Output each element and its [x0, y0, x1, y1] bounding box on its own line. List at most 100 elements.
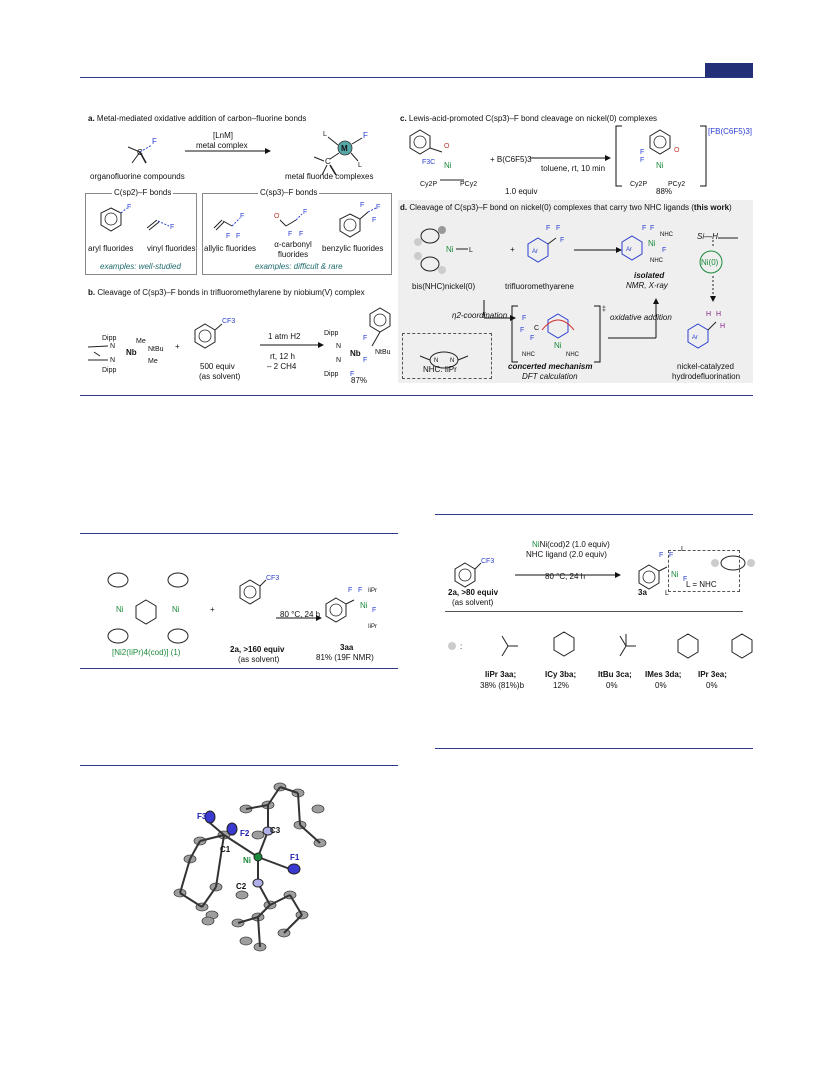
scheme-right-ligand-art: :	[448, 631, 753, 659]
sp2-structures: F F	[100, 204, 174, 232]
svg-text:F: F	[363, 357, 367, 364]
scheme-left-conditions: 80 °C, 24 h	[280, 610, 321, 619]
ortep-label-c2: C2	[236, 882, 247, 891]
scheme-left-top-rule	[80, 533, 398, 534]
panel-d-oxadd: oxidative addition	[610, 313, 672, 322]
panel-b-cond-3: – 2 CH4	[267, 362, 297, 371]
svg-text:NHC: NHC	[566, 352, 580, 358]
ortep-label-f1: F1	[290, 853, 300, 862]
scheme-right-product-id: 3a	[638, 588, 647, 597]
panel-b-cond-1: 1 atm H2	[268, 332, 301, 341]
scheme-left-plus: +	[210, 605, 215, 614]
svg-text:F: F	[358, 587, 362, 594]
scheme-right-bottom-rule	[435, 748, 753, 749]
svg-text:Ni: Ni	[444, 161, 452, 170]
svg-text:F: F	[303, 209, 307, 216]
ligand-name-5: IPr 3ea;	[698, 670, 727, 679]
ligand-yield-1: 38% (81%)b	[480, 681, 525, 690]
panel-d-nhc-box	[402, 333, 492, 379]
svg-text:H: H	[720, 323, 725, 330]
svg-text:F: F	[226, 233, 230, 240]
svg-text:F: F	[363, 335, 367, 342]
svg-text:O: O	[274, 213, 280, 220]
svg-text:NHC: NHC	[660, 232, 674, 238]
scheme-left-reagent-note: (as solvent)	[238, 655, 280, 664]
scheme-right-cond-2: NHC ligand (2.0 equiv)	[526, 550, 607, 559]
svg-text:Ni: Ni	[360, 601, 368, 610]
svg-text:L: L	[665, 590, 669, 597]
panel-d-dft: DFT calculation	[522, 372, 578, 381]
svg-text:Cy2P: Cy2P	[420, 181, 437, 188]
svg-text:N: N	[336, 357, 341, 364]
scheme-right-cond-1: NiNi(cod)2 (1.0 equiv)	[532, 540, 610, 549]
svg-text:H: H	[706, 311, 711, 318]
svg-text:C: C	[325, 157, 331, 166]
svg-text:Dipp: Dipp	[324, 371, 339, 378]
ligand-name-4: IMes 3da;	[645, 670, 682, 679]
svg-text:Ar: Ar	[692, 335, 698, 341]
svg-text:+: +	[510, 245, 515, 254]
sp2-examples: examples: well-studied	[100, 262, 181, 271]
svg-text:H: H	[716, 311, 721, 318]
sp3-item-benzylic: benzylic fluorides	[322, 244, 384, 253]
svg-text:F: F	[170, 224, 174, 231]
svg-text:L: L	[469, 247, 473, 254]
svg-text:Ar: Ar	[532, 249, 538, 255]
svg-text::: :	[460, 642, 462, 651]
sp3-structures: F F F O F F F F F F	[213, 202, 380, 240]
scheme-right-top-rule	[435, 514, 753, 515]
svg-text:F: F	[240, 213, 244, 220]
svg-text:L: L	[358, 162, 362, 169]
panel-d-left-label: bis(NHC)nickel(0)	[412, 282, 476, 291]
panel-d-product-label-2: hydrodefluorination	[672, 372, 741, 381]
panel-c-yield: 88%	[656, 187, 673, 196]
svg-text:F: F	[640, 157, 644, 164]
svg-text:IiPr: IiPr	[368, 588, 377, 594]
svg-text:M: M	[341, 144, 348, 153]
svg-text:F: F	[288, 231, 292, 238]
svg-text:F: F	[560, 237, 564, 244]
svg-text:F: F	[376, 204, 380, 211]
svg-text:‡: ‡	[602, 306, 606, 313]
svg-text:F: F	[348, 587, 352, 594]
panel-b-yield: 87%	[351, 376, 368, 385]
svg-text:F: F	[360, 202, 364, 209]
header-rule	[80, 77, 753, 78]
panel-b-plus: +	[175, 342, 180, 351]
ortep-label-f3: F3	[197, 812, 207, 821]
panel-d-ni0: Ni(0)	[701, 258, 719, 267]
svg-text:Nb: Nb	[350, 349, 361, 358]
sp3-item-carbonyl: α-carbonyl fluorides	[274, 240, 312, 259]
svg-text:F: F	[662, 247, 666, 254]
svg-text:N: N	[450, 358, 454, 364]
scheme-right-mid-rule	[445, 611, 743, 612]
svg-text:PCy2: PCy2	[460, 181, 477, 188]
svg-text:N: N	[434, 358, 438, 364]
panel-c-conditions: toluene, rt, 10 min	[541, 164, 606, 173]
svg-text:Ni: Ni	[554, 341, 562, 350]
svg-text:NtBu: NtBu	[375, 349, 391, 356]
panel-b-equiv: 500 equiv	[200, 362, 235, 371]
svg-text:F: F	[520, 327, 524, 334]
ortep-label-c1: C1	[220, 845, 231, 854]
panel-d-middle-label: trifluoromethyarene	[505, 282, 574, 291]
svg-text:F: F	[659, 552, 663, 559]
scheme-left-complex-label: [Ni2(IiPr)4(cod)] (1)	[112, 648, 181, 657]
header-tab	[705, 63, 753, 77]
scheme-right-art: CF3 F F Ni F L L	[454, 546, 755, 597]
svg-text:N: N	[110, 357, 115, 364]
ligand-yield-4: 0%	[655, 681, 667, 690]
svg-text:L: L	[323, 131, 327, 138]
figure-bottom-rule	[80, 395, 753, 396]
panel-a-left-label: organofluorine compounds	[90, 172, 185, 181]
ligand-yield-2: 12%	[553, 681, 570, 690]
svg-text:NHC: NHC	[522, 352, 536, 358]
panel-d-isolated: isolated	[634, 271, 665, 280]
panel-d-mechanism: concerted mechanism	[508, 362, 593, 371]
svg-text:Dipp: Dipp	[324, 330, 339, 337]
scheme-right-reagent-note: (as solvent)	[452, 598, 494, 607]
panel-d-isolated-note: NMR, X-ray	[626, 281, 668, 290]
ligand-name-1: IiPr 3aa;	[485, 670, 517, 679]
panel-c-reagent: + B(C6F5)3	[490, 155, 532, 164]
svg-text:F: F	[556, 225, 560, 232]
